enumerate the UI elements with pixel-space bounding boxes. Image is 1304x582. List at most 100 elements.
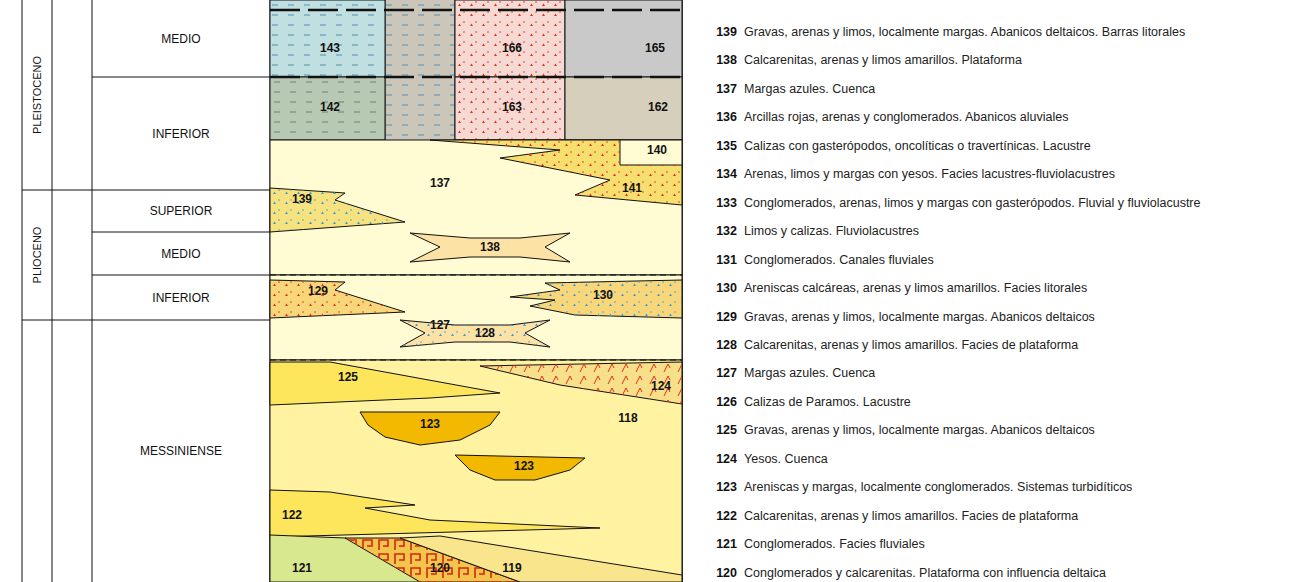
- unit-polygon: 125: [270, 362, 500, 405]
- legend-number: 130: [716, 281, 737, 295]
- legend-number: 135: [716, 139, 737, 153]
- epoch-name: PLEISTOCENO: [31, 56, 43, 134]
- legend-number: 134: [716, 167, 737, 181]
- legend-description: Margas azules. Cuenca: [744, 82, 875, 96]
- unit-number: 127: [430, 318, 450, 332]
- legend-number: 120: [716, 566, 737, 580]
- legend-number: 132: [716, 224, 737, 238]
- unit-number: 165: [645, 41, 665, 55]
- unit-polygon: 141: [430, 140, 682, 205]
- unit-polygon: 123: [455, 455, 585, 480]
- unit-number: 119: [502, 561, 521, 575]
- unit-shape: [565, 0, 682, 77]
- unit-number: 137: [430, 176, 450, 190]
- stage-cell: INFERIOR: [92, 77, 270, 190]
- legend-number: 122: [716, 509, 737, 523]
- stage-name: SUPERIOR: [150, 204, 213, 218]
- legend-number: 136: [716, 110, 737, 124]
- legend-number: 133: [716, 196, 737, 210]
- legend-number: 128: [716, 338, 737, 352]
- unit-number: 129: [308, 284, 328, 298]
- legend-description: Conglomerados. Canales fluviales: [744, 253, 934, 267]
- epoch-name: PLIOCENO: [31, 227, 43, 284]
- unit-number: 166: [502, 41, 522, 55]
- unit-number: 128: [475, 326, 495, 340]
- unit-shape: [270, 362, 500, 405]
- legend-description: Limos y calizas. Fluviolacustres: [744, 224, 919, 238]
- unit-number: 139: [292, 192, 312, 206]
- legend-number: 125: [716, 423, 737, 437]
- stage-cell: SUPERIOR: [92, 190, 270, 232]
- unit-polygon: 138: [410, 233, 570, 262]
- unit-polygon: 165: [565, 0, 682, 77]
- stage-name: INFERIOR: [152, 291, 209, 305]
- unit-shape: [430, 140, 682, 205]
- legend-description: Conglomerados y calcarenitas. Plataforma…: [744, 566, 1106, 580]
- stage-name: MESSINIENSE: [140, 444, 222, 458]
- legend-description: Conglomerados. Facies fluviales: [744, 537, 925, 551]
- legend-number: 124: [716, 452, 737, 466]
- legend-description: Calizas de Paramos. Lacustre: [744, 395, 911, 409]
- unit-number: 121: [292, 561, 312, 575]
- unit-polygon: 124: [480, 362, 682, 404]
- legend-number: 139: [716, 25, 737, 39]
- stage-name: MEDIO: [161, 247, 200, 261]
- unit-shape: [455, 0, 565, 77]
- legend-number: 127: [716, 366, 737, 380]
- unit-number: 130: [593, 288, 613, 302]
- stage-cell: MESSINIENSE: [92, 320, 270, 582]
- legend-description: Areniscas y margas, localmente conglomer…: [744, 480, 1132, 494]
- legend-description: Areniscas calcáreas, arenas y limos amar…: [744, 281, 1087, 295]
- unit-number: 140: [647, 143, 667, 157]
- legend-description: Calcarenitas, arenas y limos amarillos. …: [744, 509, 1078, 523]
- unit-number: 143: [320, 41, 340, 55]
- unit-number: 124: [651, 379, 671, 393]
- legend-description: Calcarenitas, arenas y limos amarillos. …: [744, 53, 1022, 67]
- legend-description: Yesos. Cuenca: [744, 452, 828, 466]
- legend-number: 123: [716, 480, 737, 494]
- unit-polygon: 166: [455, 0, 565, 77]
- unit-number: 122: [282, 508, 302, 522]
- unit-polygon: 142: [270, 77, 385, 140]
- legend-description: Margas azules. Cuenca: [744, 366, 875, 380]
- unit-number: 123: [420, 417, 440, 431]
- unit-shape: [270, 490, 600, 537]
- stage-name: MEDIO: [161, 32, 200, 46]
- unit-polygon: 162: [565, 77, 682, 140]
- unit-polygon: 123: [360, 412, 500, 445]
- legend-number: 126: [716, 395, 737, 409]
- unit-polygon: 139: [270, 188, 405, 232]
- stage-cell: MEDIO: [92, 232, 270, 275]
- unit-polygon: 119: [400, 536, 682, 582]
- epoch-cell: PLEISTOCENO: [22, 0, 52, 190]
- unit-polygon: 122: [270, 490, 600, 537]
- stage-cell: INFERIOR: [92, 275, 270, 320]
- unit-number: 163: [502, 100, 522, 114]
- unit-shape: [270, 280, 405, 318]
- legend-number: 129: [716, 310, 737, 324]
- unit-shape: [400, 536, 682, 582]
- unit-number: 118: [618, 411, 637, 425]
- legend-number: 138: [716, 53, 737, 67]
- legend-description: Gravas, arenas y limos, localmente marga…: [744, 25, 1185, 39]
- legend-number: 137: [716, 82, 737, 96]
- unit-number: 162: [648, 100, 668, 114]
- legend-description: Calizas con gasterópodos, oncolíticas o …: [744, 139, 1091, 153]
- unit-number: 142: [320, 100, 340, 114]
- stage-cell: MEDIO: [92, 0, 270, 77]
- unit-polygon: 128: [400, 320, 550, 347]
- unit-shape: [270, 0, 385, 77]
- stage-name: INFERIOR: [152, 127, 209, 141]
- legend-description: Arenas, limos y margas con yesos. Facies…: [744, 167, 1115, 181]
- legend-description: Gravas, arenas y limos, localmente marga…: [744, 423, 1095, 437]
- unit-number: 138: [480, 240, 500, 254]
- unit-polygon: 163: [455, 77, 565, 140]
- unit-number: 120: [430, 561, 450, 575]
- legend-description: Gravas, arenas y limos, localmente marga…: [744, 310, 1095, 324]
- epoch-cell: PLIOCENO: [22, 190, 52, 320]
- unit-number: 125: [338, 370, 358, 384]
- legend-number: 131: [716, 253, 737, 267]
- unit-number: 123: [514, 459, 534, 473]
- legend-description: Calcarenitas, arenas y limos amarillos. …: [744, 338, 1078, 352]
